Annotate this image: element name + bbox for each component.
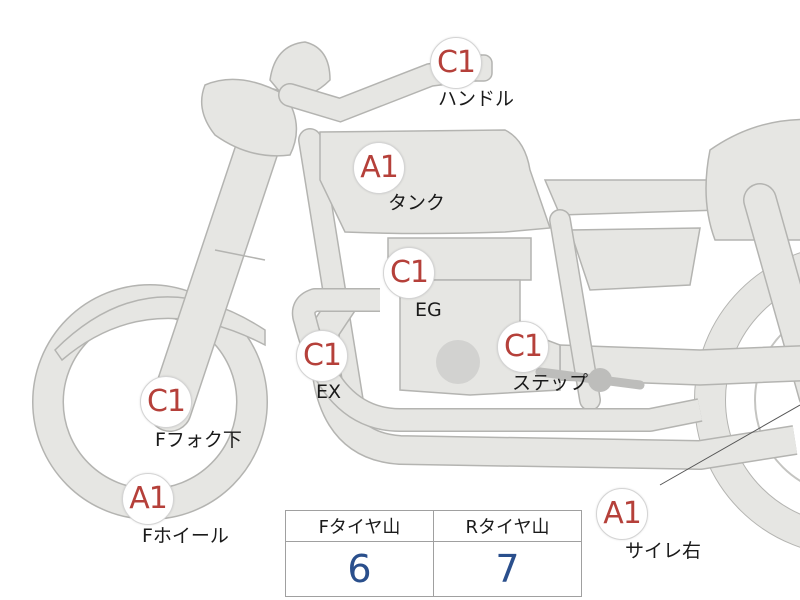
- front-tread-header: Fタイヤ山: [285, 510, 434, 542]
- engine-cover: [436, 340, 480, 384]
- grade-text: C1: [436, 45, 476, 80]
- grade-text: A1: [603, 496, 642, 531]
- frame-down-tube-fill: [299, 129, 366, 431]
- tire-tread-table: Fタイヤ山 Rタイヤ山 6 7: [285, 510, 582, 597]
- rear-wheel-fill: [695, 253, 800, 547]
- part-label-front-fork-lower: Fフォク下: [155, 429, 242, 451]
- part-label-exhaust: EX: [316, 381, 342, 403]
- grade-text: A1: [129, 481, 168, 516]
- fuel-tank: [319, 129, 552, 235]
- grade-badge-front-wheel: A1: [122, 473, 174, 525]
- frame-rear-tube-fill: [550, 210, 600, 410]
- grade-badge-tank: A1: [353, 142, 405, 194]
- part-label-tank: タンク: [388, 192, 446, 214]
- grade-badge-step: C1: [497, 321, 549, 373]
- part-label-step: ステップ: [512, 372, 589, 394]
- grade-badge-engine: C1: [383, 247, 435, 299]
- part-label-handle: ハンドル: [438, 88, 515, 110]
- side-cover: [568, 227, 701, 291]
- front-tread-value: 6: [285, 541, 434, 597]
- muffler-leader-line: [659, 404, 800, 486]
- grade-badge-muffler-right: A1: [596, 488, 648, 540]
- fork-joint: [214, 249, 266, 261]
- headlight: [200, 78, 298, 157]
- grade-badge-handle: C1: [430, 37, 482, 89]
- rear-wheel-inner-rim: [754, 318, 800, 482]
- part-label-front-wheel: Fホイール: [142, 525, 229, 547]
- rear-tread-header: Rタイヤ山: [433, 510, 582, 542]
- rear-frame: [543, 179, 721, 216]
- grade-text: C1: [302, 338, 342, 373]
- rear-shock-fill: [744, 184, 800, 399]
- part-label-engine: EG: [415, 299, 442, 321]
- grade-badge-front-fork-lower: C1: [140, 376, 192, 428]
- step-bar: [535, 367, 645, 390]
- grade-text: C1: [146, 384, 186, 419]
- rear-tread-value: 7: [433, 541, 582, 597]
- grade-text: C1: [389, 255, 429, 290]
- front-fork-fill: [149, 89, 291, 431]
- part-label-muffler-right: サイレ右: [625, 540, 702, 562]
- grade-badge-exhaust: C1: [296, 330, 348, 382]
- grade-text: A1: [360, 150, 399, 185]
- grade-text: C1: [503, 329, 543, 364]
